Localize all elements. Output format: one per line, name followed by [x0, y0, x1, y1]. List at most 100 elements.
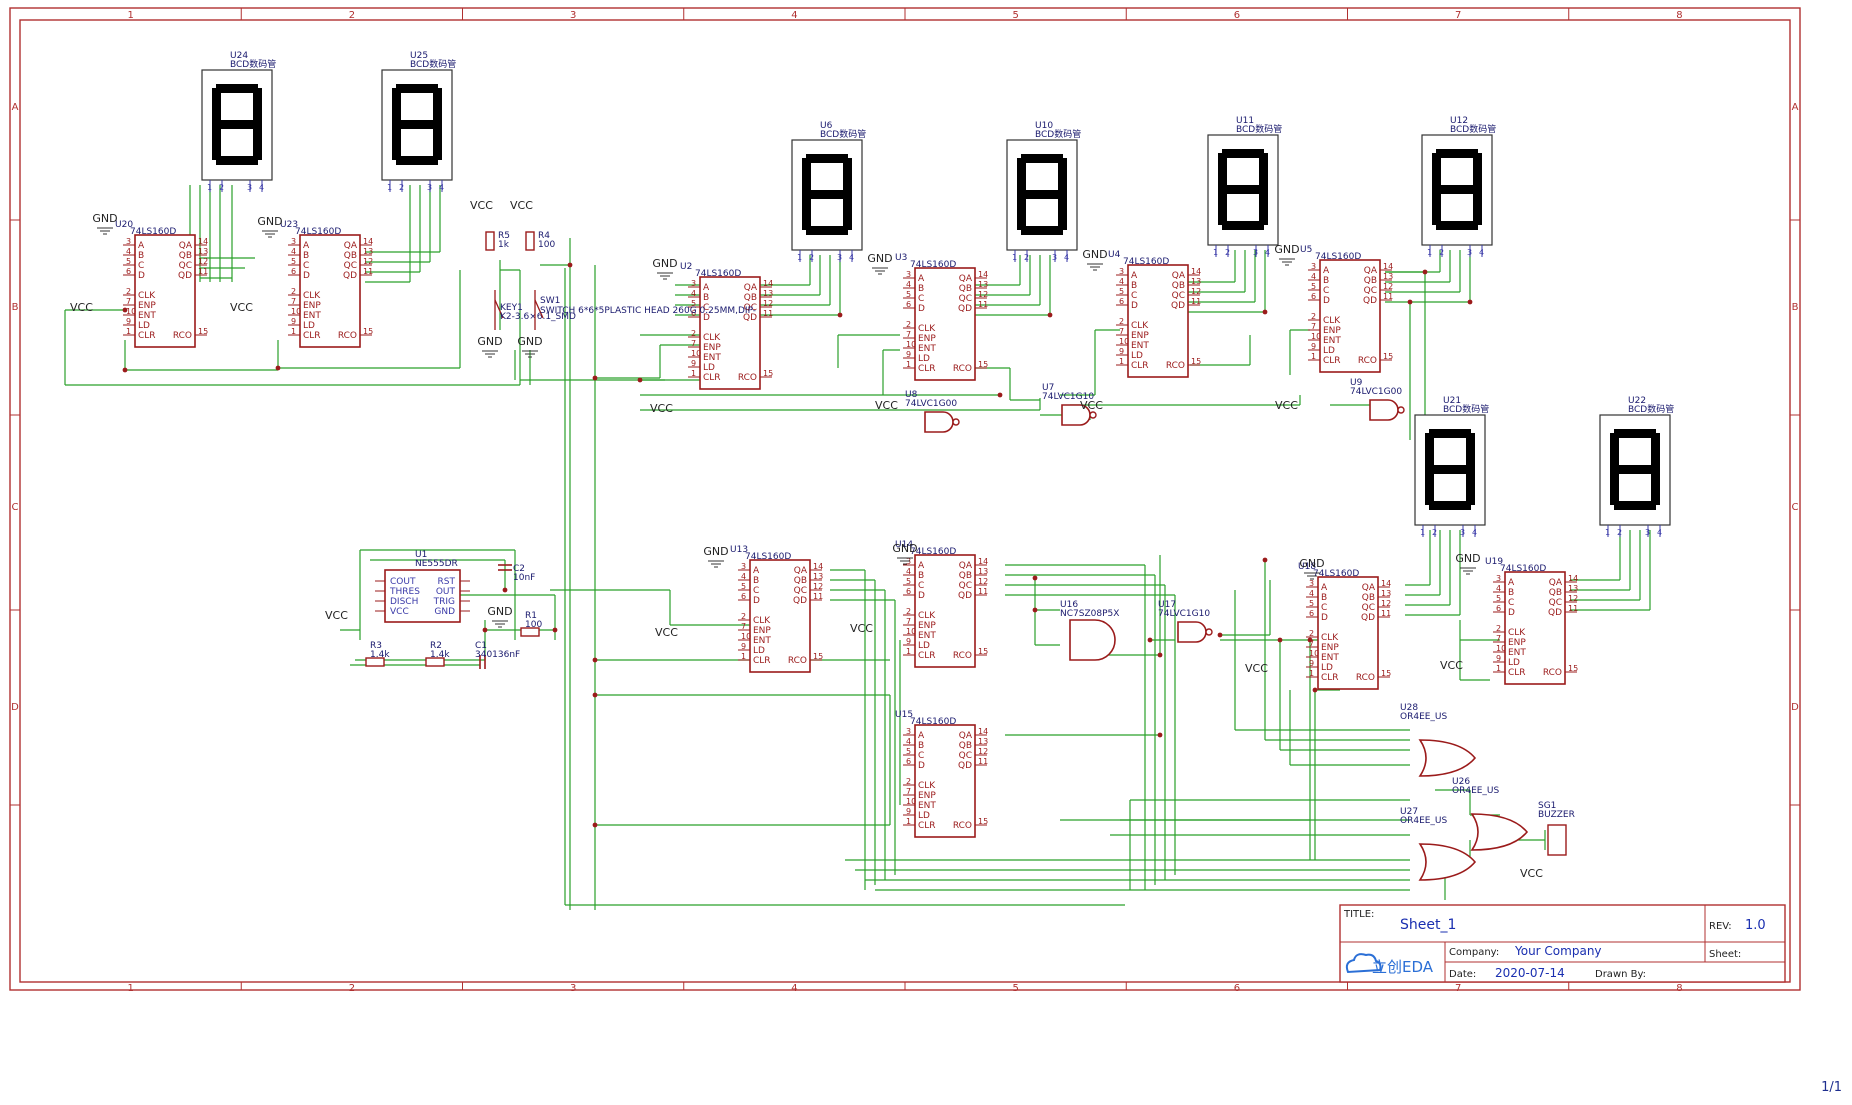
rev-label: REV: — [1709, 921, 1732, 932]
counter-body — [1319, 259, 1381, 373]
row-label-right: B — [1792, 302, 1799, 313]
counter-pin-name: CLR — [1508, 668, 1526, 678]
gnd-glyph — [872, 267, 888, 275]
vcc-symbol: VCC — [850, 622, 873, 635]
display-pin-number: 4 — [1472, 528, 1477, 537]
resistor-body — [425, 657, 445, 667]
counter-pin-number: 9 — [1119, 347, 1124, 356]
timer-type: NE555DR — [415, 559, 458, 569]
counter-pin-number: 15 — [1191, 357, 1201, 366]
counter-pin-name: B — [918, 284, 924, 294]
counter-pin-name: LD — [1321, 663, 1333, 673]
counter-pin-number: 9 — [126, 317, 131, 326]
wire-junction — [502, 587, 508, 593]
display-pin-number: 3 — [1645, 528, 1650, 537]
gnd-symbol: GND — [257, 215, 283, 238]
counter-pin-number: 14 — [1568, 574, 1578, 583]
counter-pin-name: QB — [1362, 593, 1375, 603]
counter-pin-name: RCO — [788, 656, 807, 666]
page-indicator: 1/1 — [1821, 1080, 1842, 1095]
counter-pin-number: 6 — [1119, 297, 1124, 306]
passive-value: 1k — [498, 240, 510, 250]
counter-ref: U18 — [1298, 562, 1316, 572]
counter-pin-number: 1 — [126, 327, 131, 336]
counter-pin-name: ENP — [918, 621, 936, 631]
passive-value: 10nF — [513, 573, 535, 583]
counter-pin-name: RCO — [1358, 356, 1377, 366]
counter-pin-number: 10 — [1496, 644, 1506, 653]
display-pin-number: 2 — [809, 253, 814, 262]
gate-ref: U27 — [1400, 807, 1418, 817]
passive-value: 100 — [525, 620, 542, 630]
counter-type: 74LS160D — [130, 227, 176, 237]
wire-junction — [552, 627, 558, 633]
counter-pin-number: 10 — [1309, 649, 1319, 658]
display-ref: U10 — [1035, 121, 1053, 131]
gate-bubble — [1089, 411, 1097, 419]
vcc-symbol: VCC — [230, 301, 253, 314]
passive-ref: R1 — [525, 611, 537, 621]
vcc-label: VCC — [230, 301, 253, 314]
counter-pin-name: QA — [959, 274, 973, 284]
counter-pin-number: 7 — [291, 297, 296, 306]
counter-pin-name: C — [1131, 291, 1137, 301]
counter-pin-number: 6 — [691, 309, 696, 318]
title-label: TITLE: — [1343, 909, 1374, 920]
display-pin-number: 3 — [1467, 248, 1472, 257]
counter-pin-name: QB — [1549, 588, 1562, 598]
counter-type: 74LS160D — [910, 547, 956, 557]
display-pin-number: 1 — [1427, 248, 1432, 257]
wire-junction — [275, 365, 281, 371]
counter-pin-name: D — [918, 591, 925, 601]
wire-junction — [1157, 652, 1163, 658]
counter-pin-number: 7 — [741, 622, 746, 631]
gnd-glyph — [657, 272, 673, 280]
counter-pin-name: ENT — [1131, 341, 1149, 351]
display-segment — [392, 88, 401, 124]
counter-pin-number: 4 — [1496, 584, 1501, 593]
counter-pin-number: 13 — [1381, 589, 1391, 598]
gnd-symbol: GND — [1455, 552, 1481, 575]
outer-border — [9, 7, 1801, 991]
counter-pin-number: 9 — [291, 317, 296, 326]
gate-type: OR4EE_US — [1400, 712, 1448, 722]
counter-pin-name: ENP — [138, 301, 156, 311]
display-segment — [806, 190, 848, 199]
counter-pin-name: QD — [1361, 613, 1375, 623]
gate-bubble — [1205, 628, 1213, 636]
counter-pin-name: D — [138, 271, 145, 281]
display-segment — [802, 158, 811, 194]
counter-pin-number: 14 — [813, 562, 823, 571]
gnd-label: GND — [487, 605, 512, 618]
display-pin-number: 1 — [1012, 253, 1017, 262]
counter-pin-number: 14 — [198, 237, 208, 246]
display-pin-number: 4 — [1064, 253, 1069, 262]
counter-pin-number: 7 — [906, 330, 911, 339]
counter-pin-number: 11 — [1381, 609, 1391, 618]
buzzer-body — [1547, 824, 1567, 856]
display-ref: U6 — [820, 121, 833, 131]
passive-component: R21.4k — [425, 641, 450, 667]
counter-pin-number: 1 — [1496, 664, 1501, 673]
display-pin-number: 3 — [247, 183, 252, 192]
counter-type: 74LS160D — [295, 227, 341, 237]
counter-pin-number: 5 — [291, 257, 296, 266]
counter-pin-name: QC — [959, 294, 972, 304]
display-segment — [1436, 185, 1478, 194]
display-segment — [1017, 194, 1026, 230]
counter-pin-number: 2 — [691, 329, 696, 338]
counter-pin-name: QB — [959, 741, 972, 751]
counter-pin-name: CLR — [303, 331, 321, 341]
counter-chip: U374LS160DA3B4C5D6CLK2ENP7ENT10LD9CLR1QA… — [895, 253, 988, 381]
display-segment — [1466, 433, 1475, 469]
display-segment — [1432, 153, 1441, 189]
counter-ref: U19 — [1485, 557, 1503, 567]
counter-pin-name: QD — [343, 271, 357, 281]
counter-pin-number: 1 — [691, 369, 696, 378]
gnd-label: GND — [867, 252, 892, 265]
counter-pin-number: 1 — [1119, 357, 1124, 366]
